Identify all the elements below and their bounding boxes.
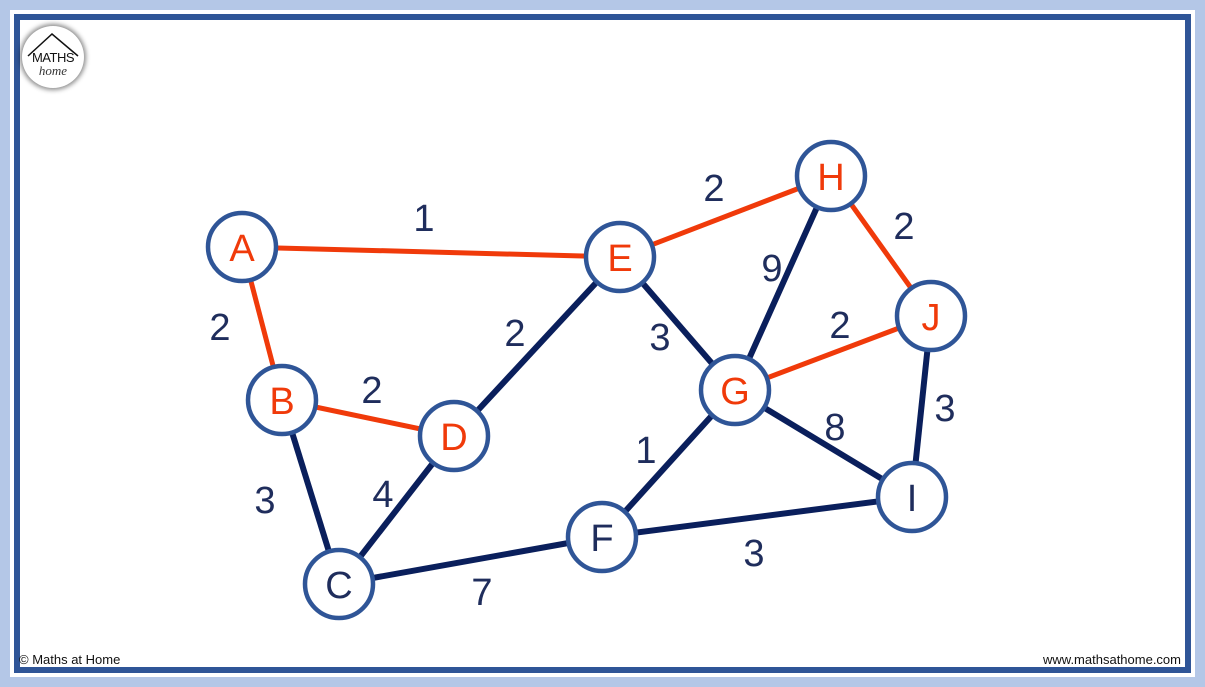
node-H [794, 139, 868, 213]
node-I [875, 460, 949, 534]
node-label-C: C [325, 565, 352, 607]
logo-subtext: home [38, 63, 68, 78]
node-label-B: B [269, 381, 294, 423]
edge-weight-BC: 3 [254, 480, 275, 522]
edge-weight-DE: 2 [504, 313, 525, 355]
edge-weight-BD: 2 [361, 370, 382, 412]
node-label-I: I [907, 478, 918, 520]
edge-weight-IJ: 3 [934, 388, 955, 430]
edge-weight-EH: 2 [703, 168, 724, 210]
node-label-E: E [607, 238, 632, 280]
node-label-G: G [720, 371, 750, 413]
edge-weight-EG: 3 [649, 317, 670, 359]
edge-weight-FI: 3 [743, 533, 764, 575]
edge-EH [619, 173, 832, 260]
node-B [245, 363, 319, 437]
edge-AE [241, 244, 621, 260]
edge-weight-FG: 1 [635, 430, 656, 472]
node-C [302, 547, 376, 621]
node-label-D: D [440, 417, 467, 459]
edge-weight-CD: 4 [372, 474, 393, 516]
house-roof-icon [27, 33, 79, 57]
node-E [583, 220, 657, 294]
website: www.mathsathome.com [1043, 652, 1181, 667]
node-label-F: F [590, 518, 613, 560]
node-G [698, 353, 772, 427]
edge-weight-AB: 2 [209, 307, 230, 349]
node-label-J: J [922, 297, 941, 339]
maths-at-home-logo: MATHS home [22, 26, 84, 88]
edge-weight-GI: 8 [824, 407, 845, 449]
node-J [894, 279, 968, 353]
edge-GH [732, 174, 834, 392]
edge-weight-GJ: 2 [829, 305, 850, 347]
node-F [565, 500, 639, 574]
edge-weight-HJ: 2 [893, 206, 914, 248]
copyright: © Maths at Home [19, 652, 121, 667]
edge-FI [601, 494, 913, 540]
node-D [417, 399, 491, 473]
node-A [205, 210, 279, 284]
node-label-A: A [229, 228, 255, 270]
edge-CF [338, 534, 603, 587]
edge-weight-AE: 1 [413, 198, 434, 240]
edge-weight-CF: 7 [471, 572, 492, 614]
edge-weight-GH: 9 [761, 248, 782, 290]
node-label-H: H [817, 157, 844, 199]
edge-DE [451, 254, 623, 439]
logo-text: MATHS [31, 50, 75, 65]
